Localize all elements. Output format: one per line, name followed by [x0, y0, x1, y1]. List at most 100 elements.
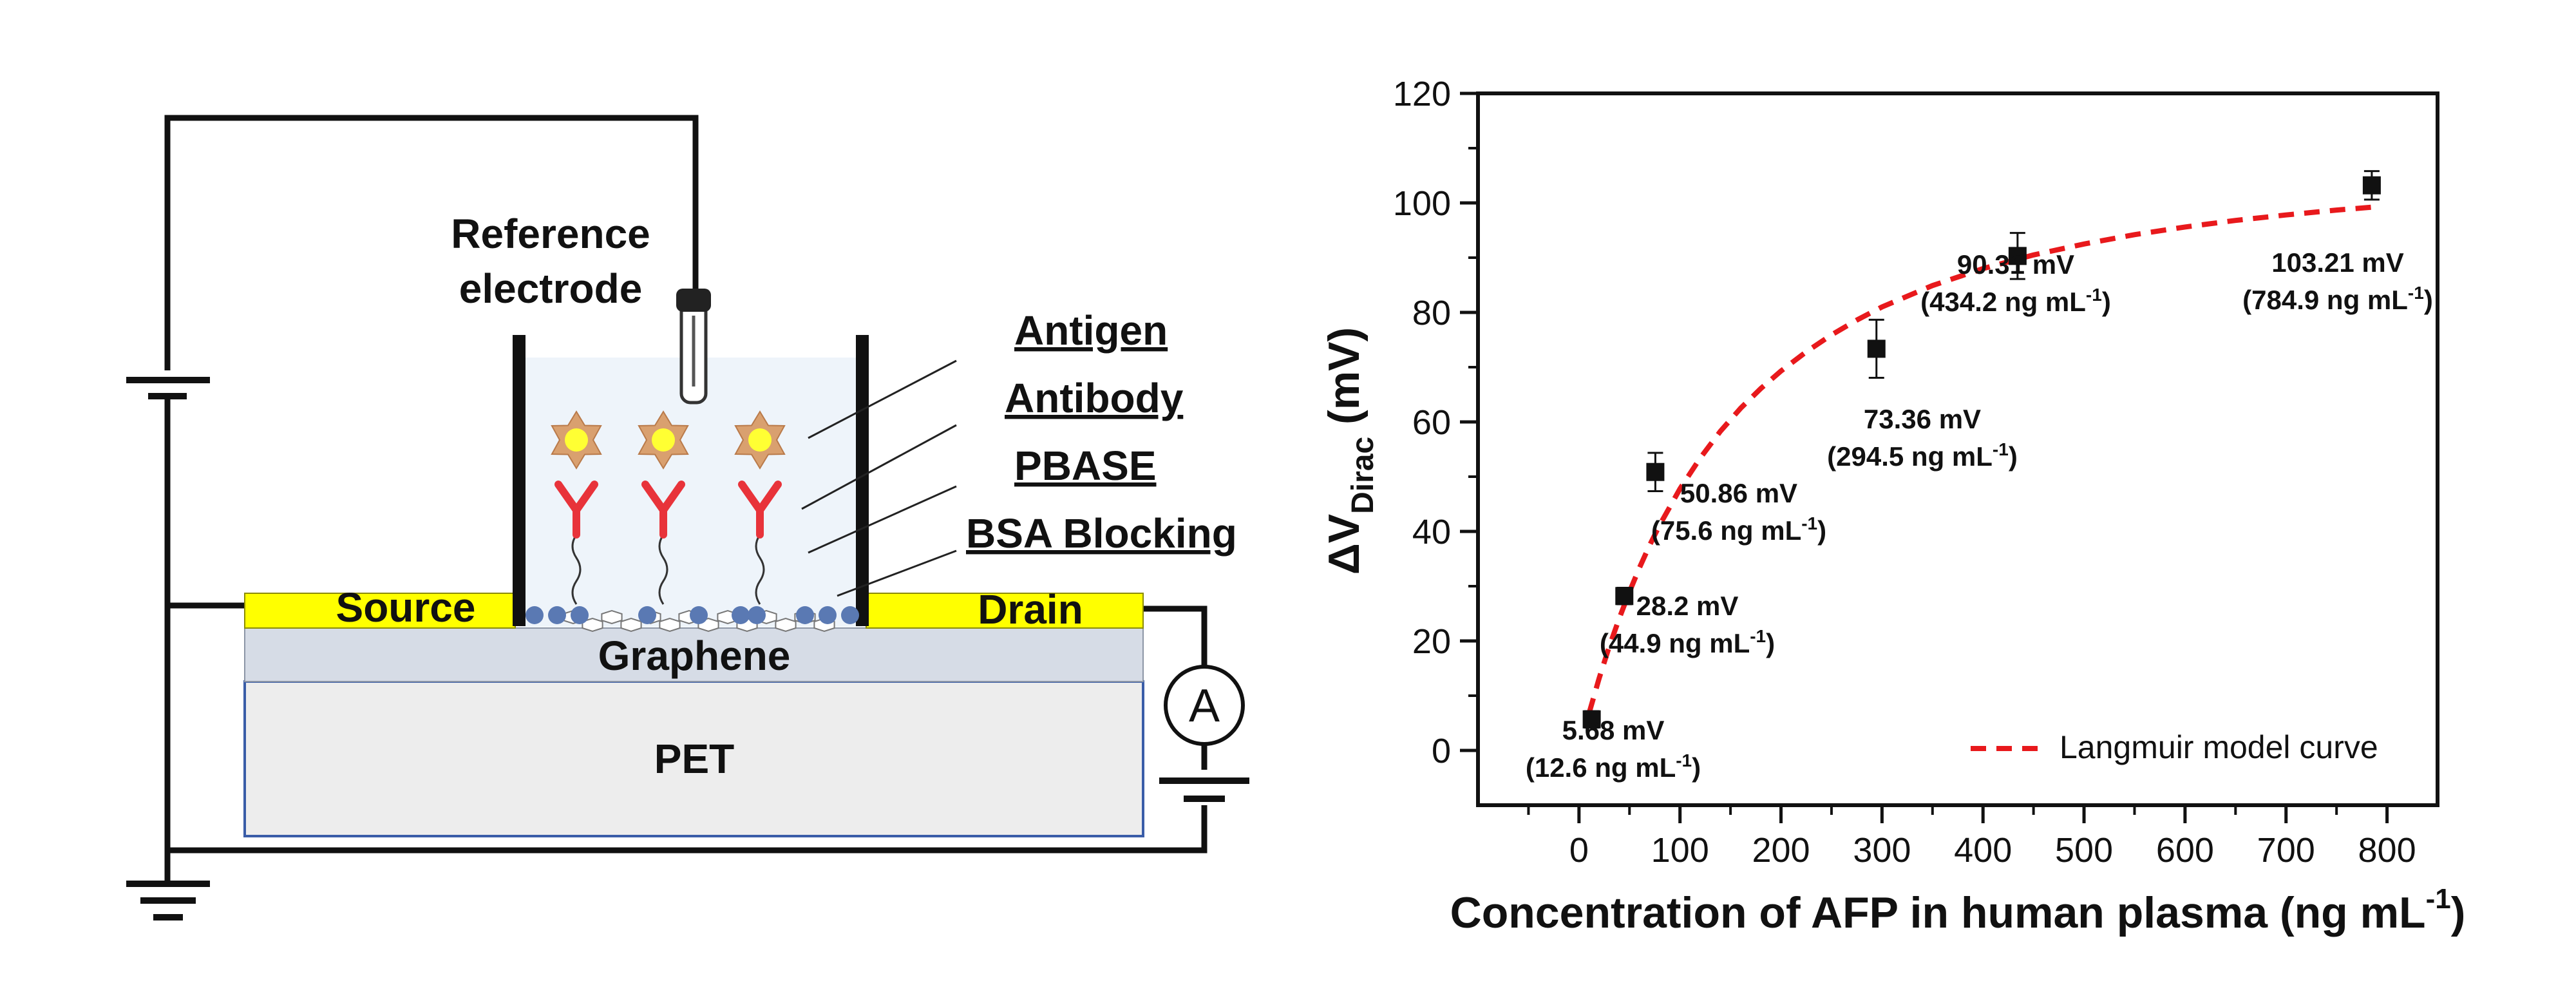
bsa-sphere: [638, 606, 656, 624]
ammeter-label: A: [1189, 680, 1220, 732]
annotation-conc-text: (12.6 ng mL: [1526, 752, 1676, 783]
graphene-layer: [244, 627, 1144, 682]
gate-wire: [164, 115, 699, 852]
label-pointer-lines: [801, 359, 957, 597]
bsa-sphere: [841, 606, 859, 624]
annotation-concentration: (75.6 ng mL-1): [1651, 513, 1826, 546]
langmuir-model-curve: [1586, 204, 2378, 714]
annotation-value: 5.68 mV: [1562, 715, 1665, 745]
point-marker: [1646, 463, 1665, 481]
annotation-concentration: (434.2 ng mL-1): [1920, 285, 2111, 317]
legend-label: Langmuir model curve: [2060, 729, 2378, 765]
pet-substrate: [243, 680, 1144, 837]
x-tick-label: 300: [1853, 831, 1911, 870]
x-tick-label: 800: [2358, 831, 2416, 870]
point-annotation: 28.2 mV (44.9 ng mL-1): [1600, 591, 1775, 658]
data-point: [1646, 452, 1665, 492]
x-tick-label: 700: [2257, 831, 2315, 870]
point-annotation: 5.68 mV (12.6 ng mL-1): [1526, 715, 1701, 783]
bsa-sphere: [819, 606, 837, 624]
y-axis-title-sub: Dirac: [1346, 437, 1380, 514]
data-point: [2362, 170, 2381, 201]
reference-electrode-label-line1: Reference: [451, 211, 650, 257]
data-point: [2008, 232, 2027, 280]
y-tick-label: 40: [1412, 513, 1451, 551]
x-axis-title-sup: -1: [2426, 883, 2451, 915]
annotation-conc-close: ): [1692, 752, 1701, 783]
annotation-conc-sup: -1: [1801, 513, 1817, 533]
bsa-sphere: [732, 606, 750, 624]
pbase-label: PBASE: [1014, 443, 1157, 489]
annotation-concentration: (44.9 ng mL-1): [1600, 626, 1775, 658]
annotation-concentration: (12.6 ng mL-1): [1526, 750, 1701, 783]
annotation-value: 28.2 mV: [1636, 591, 1739, 621]
receptor-unit: [551, 410, 602, 605]
x-tick-label: 500: [2055, 831, 2113, 870]
drain-label: Drain: [978, 586, 1083, 633]
pbase-linker: [755, 534, 765, 605]
y-tick-label: 60: [1412, 403, 1451, 442]
bio-recognition-layer: [551, 410, 786, 605]
point-marker: [1867, 339, 1886, 358]
antigen-core: [565, 428, 588, 452]
annotation-concentration: (294.5 ng mL-1): [1827, 439, 2018, 472]
annotation-conc-close: ): [1766, 628, 1775, 658]
annotation-conc-close: ): [2424, 285, 2433, 315]
legend: Langmuir model curve: [1971, 729, 2378, 765]
annotation-conc-sup: -1: [1750, 626, 1766, 646]
point-annotation: 73.36 mV(294.5 ng mL-1): [1827, 404, 2018, 472]
x-tick-label: 100: [1651, 831, 1709, 870]
reference-electrode-label-line2: electrode: [459, 265, 643, 312]
gate-battery-symbol: [126, 370, 210, 399]
annotation-conc-close: ): [1817, 515, 1826, 546]
annotation-value: 90.31 mV: [1957, 249, 2074, 280]
bsa-sphere: [690, 606, 708, 624]
reference-electrode: [676, 289, 711, 405]
drain-electrode: [866, 593, 1144, 629]
annotation-conc-text: (75.6 ng mL: [1651, 515, 1801, 546]
bsa-sphere: [748, 606, 766, 624]
x-tick-label: 0: [1569, 831, 1589, 870]
y-tick-label: 20: [1412, 622, 1451, 661]
antibody: [554, 481, 598, 539]
annotation-value: 50.86 mV: [1680, 478, 1797, 508]
ground-symbol: [126, 881, 210, 920]
annotation-conc-sup: -1: [1676, 750, 1692, 770]
bsa-sphere: [526, 606, 544, 624]
graphene-hexagon: [620, 618, 642, 632]
point-marker: [2008, 247, 2027, 265]
pbase-linker: [571, 534, 582, 605]
ammeter: A: [1164, 665, 1245, 746]
annotation-conc-text: (784.9 ng mL: [2242, 285, 2408, 315]
receptor-unit: [638, 410, 689, 605]
antibody: [738, 481, 782, 539]
graphene-hexagon: [601, 610, 623, 624]
annotation-conc-close: ): [2102, 287, 2111, 317]
bsa-blocking-label: BSA Blocking: [966, 510, 1237, 557]
annotation-conc-close: ): [2009, 441, 2018, 472]
y-axis-title-unit: (mV): [1320, 327, 1368, 437]
x-tick-label: 400: [1954, 831, 2012, 870]
point-annotation: 103.21 mV(784.9 ng mL-1): [2242, 247, 2433, 315]
x-axis-title-main: Concentration of AFP in human plasma (ng…: [1450, 888, 2426, 937]
y-axis-title: ΔVDirac (mV): [1320, 327, 1380, 575]
data-point: [1582, 710, 1601, 729]
y-axis-title-main: ΔV: [1320, 514, 1368, 575]
source-label: Source: [336, 584, 476, 631]
bsa-sphere: [571, 606, 589, 624]
data-point: [1867, 318, 1886, 379]
x-axis-title: Concentration of AFP in human plasma (ng…: [1450, 883, 2466, 937]
point-marker: [1582, 710, 1601, 729]
receptor-unit: [734, 410, 786, 605]
x-tick-label: 200: [1752, 831, 1810, 870]
annotation-conc-sup: -1: [2086, 285, 2102, 305]
annotation-conc-text: (294.5 ng mL: [1827, 441, 1993, 472]
source-electrode: [244, 593, 516, 629]
annotation-conc-text: (434.2 ng mL: [1920, 287, 2086, 317]
y-tick-label: 80: [1412, 294, 1451, 332]
antibody: [641, 481, 685, 539]
